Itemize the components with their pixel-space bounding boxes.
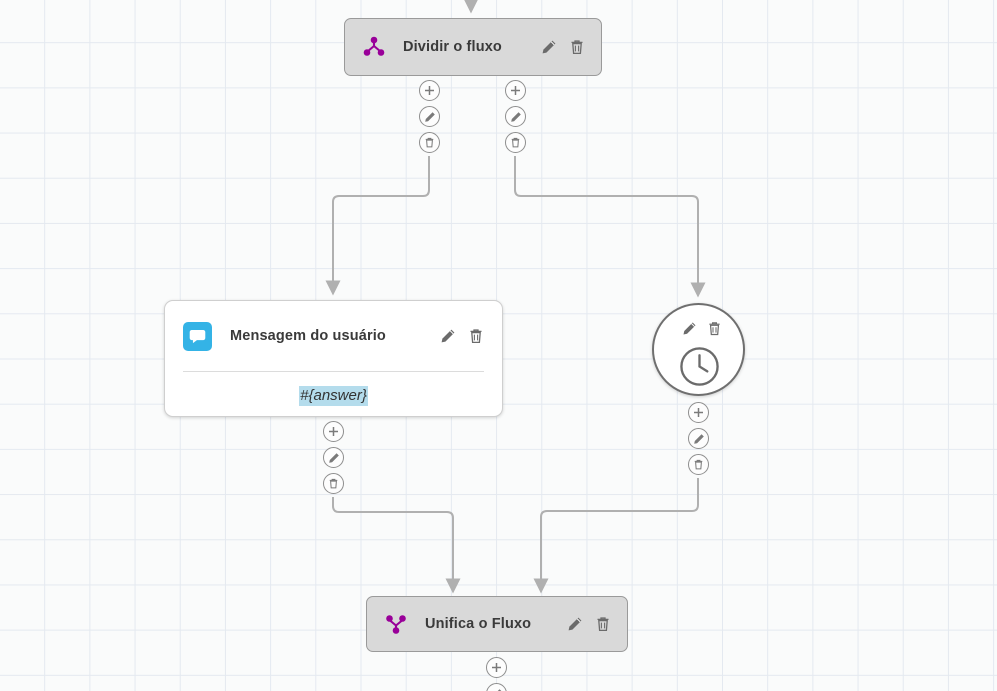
merge-delete-icon[interactable] [595, 616, 611, 632]
user-message-edit-icon[interactable] [440, 328, 456, 344]
node-divider [183, 371, 484, 372]
edit-edge-button[interactable] [323, 447, 344, 468]
clock-icon [678, 345, 721, 393]
edge-split-to-delay [514, 156, 706, 298]
node-split-flow-title: Dividir o fluxo [403, 39, 502, 55]
node-user-message-title: Mensagem do usuário [230, 328, 386, 344]
edit-edge-button[interactable] [688, 428, 709, 449]
answer-token[interactable]: #{answer} [299, 386, 368, 406]
delete-edge-button[interactable] [505, 132, 526, 153]
edit-edge-button[interactable] [505, 106, 526, 127]
node-user-message[interactable]: Mensagem do usuário #{answer} [164, 300, 503, 417]
split-delete-icon[interactable] [569, 39, 585, 55]
node-delay[interactable] [652, 303, 745, 396]
merge-edit-icon[interactable] [567, 616, 583, 632]
connector-buttons-delay-output-1[interactable] [688, 402, 709, 475]
delete-edge-button[interactable] [419, 132, 440, 153]
user-message-body: #{answer} [165, 372, 502, 412]
delay-edit-icon[interactable] [682, 321, 697, 336]
edge-split-to-user-message [325, 156, 430, 296]
split-flow-icon [361, 34, 387, 60]
connector-buttons-split-output-1[interactable] [419, 80, 440, 153]
connector-buttons-split-output-2[interactable] [505, 80, 526, 153]
delay-toolbar[interactable] [682, 321, 722, 336]
node-merge-flow[interactable]: Unifica o Fluxo [366, 596, 628, 652]
add-node-button[interactable] [419, 80, 440, 101]
add-node-button[interactable] [505, 80, 526, 101]
user-message-delete-icon[interactable] [468, 328, 484, 344]
edit-edge-button[interactable] [486, 683, 507, 691]
add-node-button[interactable] [323, 421, 344, 442]
add-node-button[interactable] [486, 657, 507, 678]
connector-buttons-user-message-output-1[interactable] [323, 421, 344, 494]
delete-edge-button[interactable] [323, 473, 344, 494]
edit-edge-button[interactable] [419, 106, 440, 127]
delete-edge-button[interactable] [688, 454, 709, 475]
connector-buttons-merge-output-1[interactable] [486, 657, 507, 691]
add-node-button[interactable] [688, 402, 709, 423]
edge-user-message-to-merge [332, 497, 461, 594]
merge-flow-icon [383, 611, 409, 637]
delay-delete-icon[interactable] [707, 321, 722, 336]
chat-bubble-icon [183, 321, 212, 351]
split-edit-icon[interactable] [541, 39, 557, 55]
node-split-flow[interactable]: Dividir o fluxo [344, 18, 602, 76]
edge-delay-to-merge [533, 478, 699, 594]
node-merge-flow-title: Unifica o Fluxo [425, 616, 532, 632]
